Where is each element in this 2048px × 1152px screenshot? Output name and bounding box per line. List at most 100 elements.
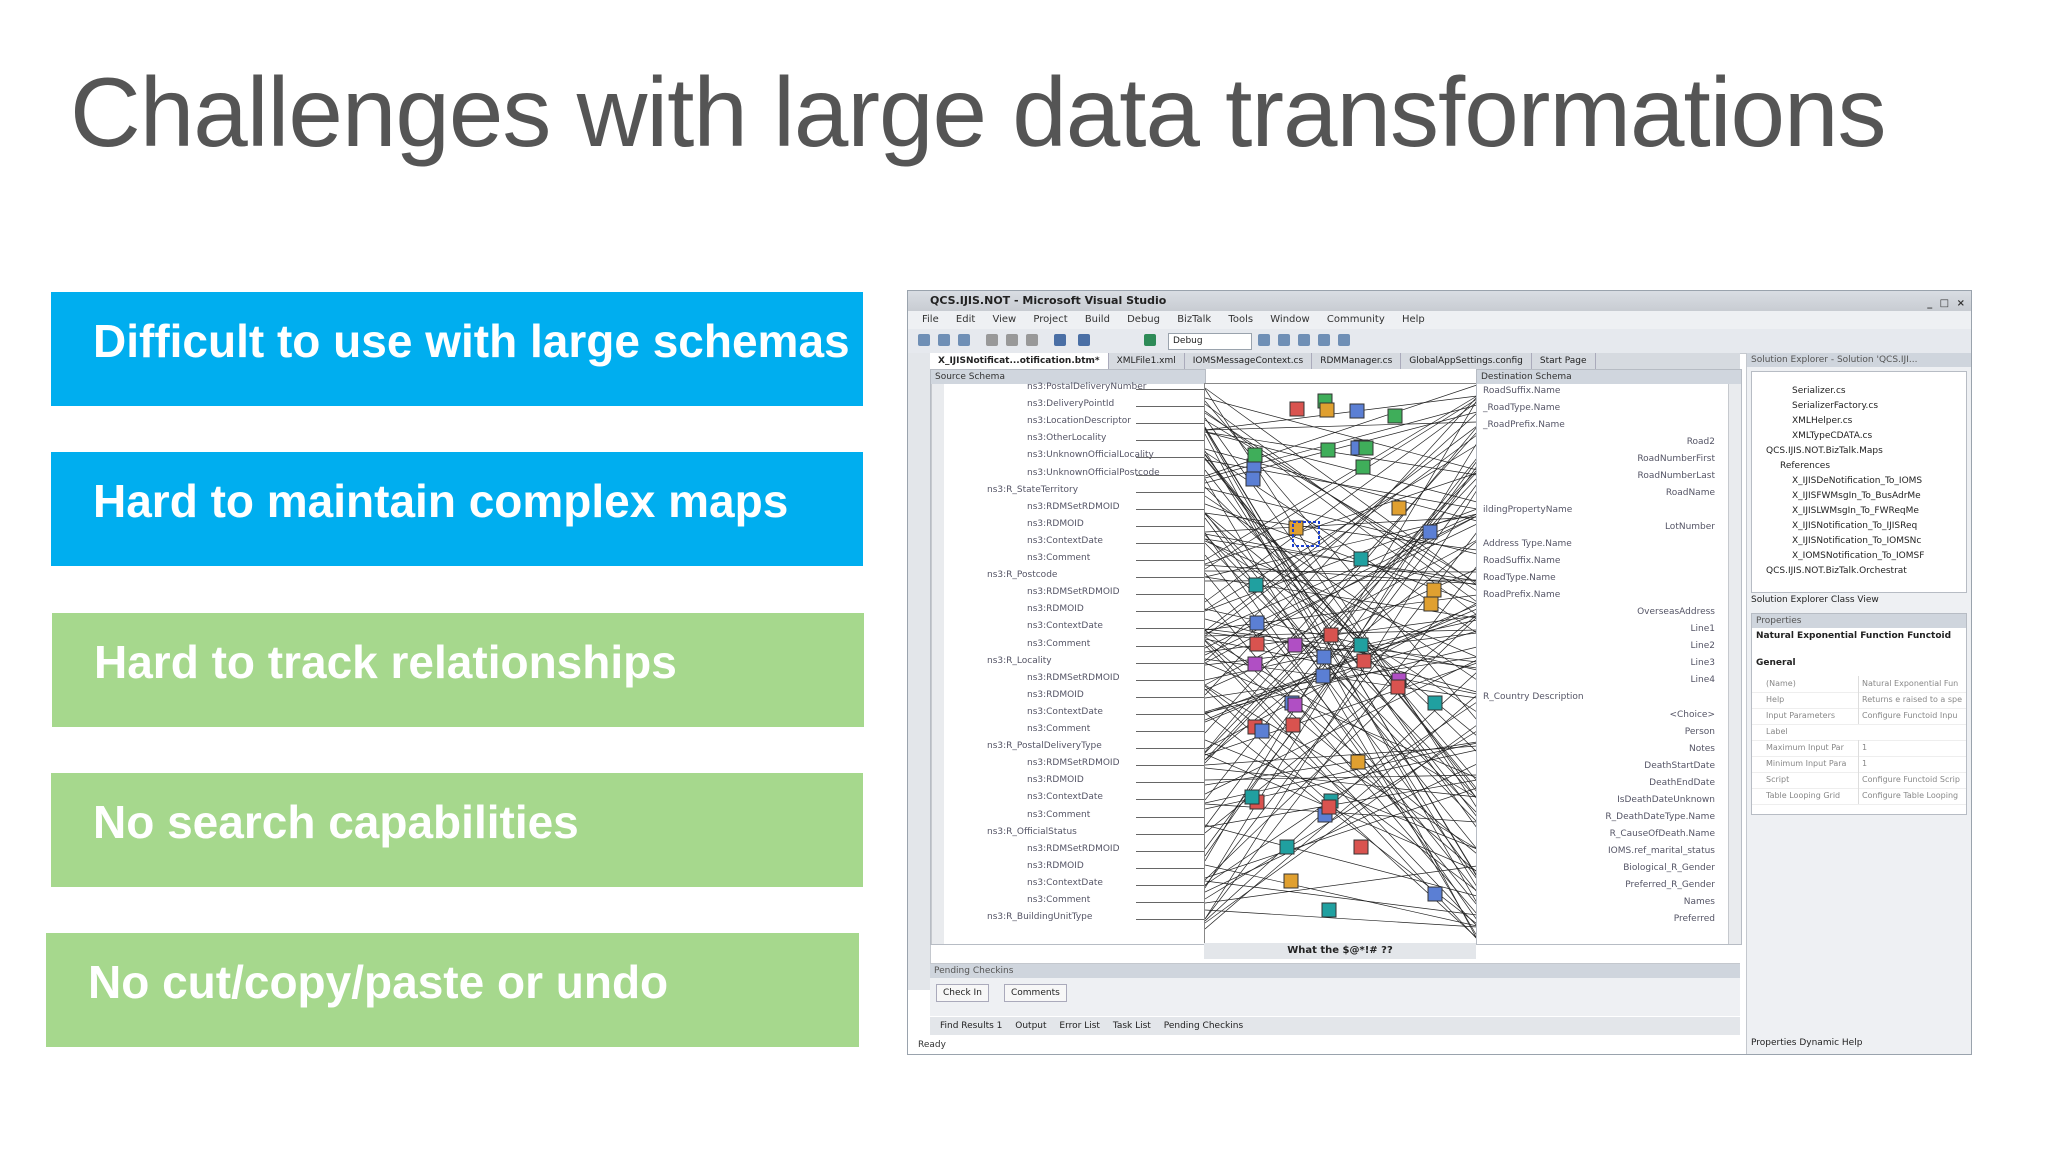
mapping-link[interactable]	[1205, 472, 1477, 565]
functoid-icon[interactable]	[1353, 839, 1369, 855]
menu-edit[interactable]: Edit	[955, 314, 976, 325]
solution-item[interactable]: X_IJISNotification_To_IJISReq	[1792, 521, 1918, 531]
functoid-icon[interactable]	[1316, 649, 1332, 665]
mapping-link[interactable]	[1205, 419, 1477, 584]
menu-biztalk[interactable]: BizTalk	[1177, 314, 1212, 325]
destination-schema-node[interactable]: Line4	[1690, 675, 1715, 685]
selected-functoid[interactable]	[1292, 521, 1320, 547]
mapping-link[interactable]	[1205, 774, 1477, 781]
tab-ioms-context[interactable]: IOMSMessageContext.cs	[1185, 353, 1313, 369]
solution-item[interactable]: QCS.IJIS.NOT.BizTalk.Orchestrat	[1766, 566, 1907, 576]
destination-schema-node[interactable]: R_CauseOfDeath.Name	[1609, 829, 1715, 839]
destination-schema-node[interactable]: Names	[1683, 897, 1715, 907]
mapping-link[interactable]	[1205, 909, 1477, 928]
destination-schema-node[interactable]: RoadSuffix.Name	[1483, 386, 1561, 396]
right-bottom-tabs[interactable]: Properties Dynamic Help	[1751, 1038, 1863, 1048]
solution-item[interactable]: QCS.IJIS.NOT.BizTalk.Maps	[1766, 446, 1883, 456]
mapping-link[interactable]	[1205, 487, 1477, 555]
paste-icon[interactable]	[1026, 334, 1038, 346]
functoid-icon[interactable]	[1279, 839, 1295, 855]
mapping-link[interactable]	[1205, 384, 1477, 477]
mapping-link[interactable]	[1205, 741, 1477, 786]
tab-global-settings[interactable]: GlobalAppSettings.config	[1401, 353, 1532, 369]
destination-schema-node[interactable]: Preferred	[1673, 914, 1715, 924]
property-value[interactable]: Configure Table Looping	[1858, 788, 1966, 804]
mapping-link[interactable]	[1205, 397, 1477, 471]
mapping-link[interactable]	[1205, 604, 1477, 721]
destination-schema-node[interactable]: <Choice>	[1669, 710, 1715, 720]
destination-schema-node[interactable]: IOMS.ref_marital_status	[1608, 846, 1715, 856]
mapping-link[interactable]	[1205, 421, 1477, 431]
source-schema-node[interactable]: ns3:OtherLocality	[1027, 433, 1107, 444]
functoid-icon[interactable]	[1247, 447, 1263, 463]
destination-schema-node[interactable]: OverseasAddress	[1637, 607, 1715, 617]
destination-schema-node[interactable]: R_DeathDateType.Name	[1605, 812, 1715, 822]
mapping-link[interactable]	[1205, 565, 1477, 920]
destination-schema-node[interactable]: RoadSuffix.Name	[1483, 556, 1561, 566]
mapping-link[interactable]	[1205, 434, 1477, 637]
destination-schema-node[interactable]: Road2	[1686, 437, 1715, 447]
solution-item[interactable]: Serializer.cs	[1792, 386, 1846, 396]
mapping-link[interactable]	[1205, 616, 1477, 881]
mapping-link[interactable]	[1205, 646, 1477, 714]
redo-icon[interactable]	[1078, 334, 1090, 346]
mapping-link[interactable]	[1205, 512, 1477, 551]
solution-item[interactable]: XMLHelper.cs	[1792, 416, 1853, 426]
menu-project[interactable]: Project	[1033, 314, 1068, 325]
menu-build[interactable]: Build	[1084, 314, 1110, 325]
menu-tools[interactable]: Tools	[1228, 314, 1254, 325]
mapping-link[interactable]	[1205, 458, 1477, 790]
solution-item[interactable]: SerializerFactory.cs	[1792, 401, 1879, 411]
menu-community[interactable]: Community	[1326, 314, 1385, 325]
source-schema-node[interactable]: ns3:R_BuildingUnitType	[987, 912, 1093, 923]
mapping-link[interactable]	[1205, 730, 1477, 900]
source-schema-node[interactable]: ns3:RDMSetRDMOID	[1027, 587, 1120, 598]
mapping-link[interactable]	[1205, 426, 1477, 878]
source-schema-node[interactable]: ns3:RDMOID	[1027, 689, 1084, 700]
mapping-link[interactable]	[1205, 398, 1477, 570]
source-schema-node[interactable]: ns3:Comment	[1027, 638, 1091, 649]
source-schema-node[interactable]: ns3:PostalDeliveryNumber	[1027, 382, 1147, 392]
source-schema-node[interactable]: ns3:ContextDate	[1027, 535, 1103, 546]
mapping-link[interactable]	[1205, 425, 1477, 632]
tool-icon-2[interactable]	[1278, 334, 1290, 346]
undo-icon[interactable]	[1054, 334, 1066, 346]
destination-schema-node[interactable]: RoadPrefix.Name	[1483, 590, 1561, 600]
source-schema-node[interactable]: ns3:ContextDate	[1027, 621, 1103, 632]
mapping-link[interactable]	[1205, 554, 1477, 893]
property-value[interactable]: Configure Functoid Scrip	[1858, 772, 1966, 788]
property-value[interactable]: 1	[1858, 756, 1966, 772]
solution-item[interactable]: X_IOMSNotification_To_IOMSF	[1792, 551, 1925, 561]
cut-icon[interactable]	[986, 334, 998, 346]
mapping-link[interactable]	[1205, 864, 1477, 927]
source-schema-node[interactable]: ns3:RDMSetRDMOID	[1027, 501, 1120, 512]
functoid-icon[interactable]	[1283, 873, 1299, 889]
destination-schema-node[interactable]: RoadNumberLast	[1637, 471, 1715, 481]
mapping-link[interactable]	[1205, 457, 1477, 801]
mapping-link[interactable]	[1205, 538, 1477, 713]
open-icon[interactable]	[938, 334, 950, 346]
solution-item[interactable]: X_IJISFWMsgIn_To_BusAdrMe	[1792, 491, 1921, 501]
menu-help[interactable]: Help	[1401, 314, 1425, 325]
functoid-icon[interactable]	[1427, 886, 1443, 902]
destination-schema-node[interactable]: DeathStartDate	[1644, 761, 1715, 771]
tool-icon-3[interactable]	[1298, 334, 1310, 346]
mapping-link[interactable]	[1205, 387, 1477, 586]
mapping-link[interactable]	[1205, 442, 1477, 889]
tab-find-results[interactable]: Find Results 1	[940, 1021, 1003, 1031]
mapping-link[interactable]	[1205, 395, 1477, 431]
tab-map[interactable]: X_IJISNotificat...otification.btm*	[930, 353, 1109, 369]
property-value[interactable]: Configure Functoid Inpu	[1858, 708, 1966, 724]
menu-window[interactable]: Window	[1270, 314, 1310, 325]
functoid-icon[interactable]	[1321, 902, 1337, 918]
mapping-link[interactable]	[1205, 640, 1477, 927]
destination-schema-node[interactable]: _RoadType.Name	[1483, 403, 1561, 413]
tool-icon-4[interactable]	[1318, 334, 1330, 346]
destination-schema-node[interactable]: RoadName	[1665, 488, 1715, 498]
tool-icon-1[interactable]	[1258, 334, 1270, 346]
source-schema-node[interactable]: ns3:Comment	[1027, 895, 1091, 905]
mapping-link[interactable]	[1205, 632, 1477, 666]
tab-error-list[interactable]: Error List	[1059, 1021, 1100, 1031]
